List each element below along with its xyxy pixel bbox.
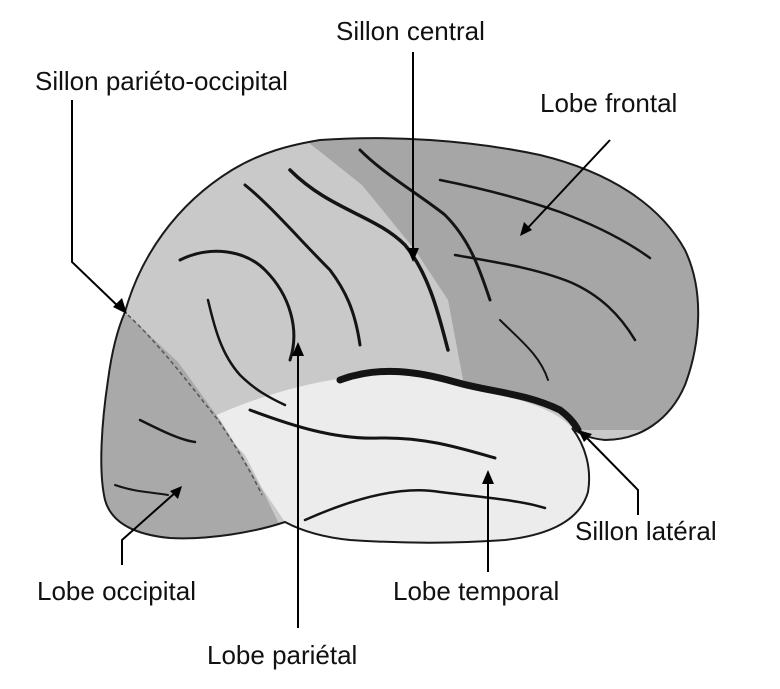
- precentral-sulcus-line: [358, 148, 492, 302]
- frontal-lobe-region: [292, 138, 699, 430]
- brain-sulci: [114, 148, 652, 522]
- occipital-lobe-label: Lobe occipital: [37, 576, 196, 606]
- parietal-branch-sulcus-line: [206, 298, 287, 407]
- occipital-lobe-leader: [121, 491, 177, 565]
- frontal-branch-sulcus-line: [499, 319, 549, 381]
- occipital-sulcus-line: [138, 418, 197, 444]
- central-sulcus-label: Sillon central: [336, 16, 485, 46]
- lateral-sulcus-arrowhead: [578, 430, 592, 442]
- central-sulcus-line: [288, 168, 450, 352]
- frontal-lobe-label: Lobe frontal: [540, 88, 677, 118]
- superior-frontal-sulcus-line: [438, 178, 652, 260]
- lateral-sulcus-line: [336, 367, 582, 434]
- occipital-sulcus-line-2: [114, 484, 169, 496]
- temporal-lobe-arrowhead: [482, 470, 494, 484]
- occipital-lobe-region: [101, 300, 285, 543]
- parietal-lobe-label: Lobe pariétal: [207, 640, 357, 670]
- postcentral-sulcus-line: [243, 183, 362, 347]
- occipital-lobe-arrowhead: [170, 486, 182, 499]
- leader-lines: [71, 52, 639, 628]
- temporal-lobe-region: [210, 374, 592, 543]
- inferior-frontal-sulcus-line: [453, 253, 637, 342]
- parietal-lobe-arrowhead: [292, 342, 304, 356]
- intraparietal-sulcus-line: [178, 249, 296, 362]
- central-sulcus-arrowhead: [407, 248, 419, 262]
- parieto-occipital-boundary: [127, 314, 263, 496]
- labels: Sillon central Sillon pariéto-occipital …: [35, 16, 717, 670]
- inferior-temporal-sulcus-line: [303, 489, 547, 522]
- parieto-occipital-leader: [71, 100, 123, 311]
- temporal-lobe-label: Lobe temporal: [393, 576, 559, 606]
- lateral-sulcus-leader: [585, 436, 639, 515]
- superior-temporal-sulcus-line: [248, 408, 497, 460]
- parieto-occipital-arrowhead: [113, 298, 127, 314]
- frontal-lobe-arrowhead: [520, 222, 532, 236]
- parieto-occipital-sulcus-label: Sillon pariéto-occipital: [35, 66, 288, 96]
- lateral-sulcus-label: Sillon latéral: [575, 516, 717, 546]
- frontal-lobe-leader: [523, 139, 611, 233]
- brain-outline: [100, 137, 700, 544]
